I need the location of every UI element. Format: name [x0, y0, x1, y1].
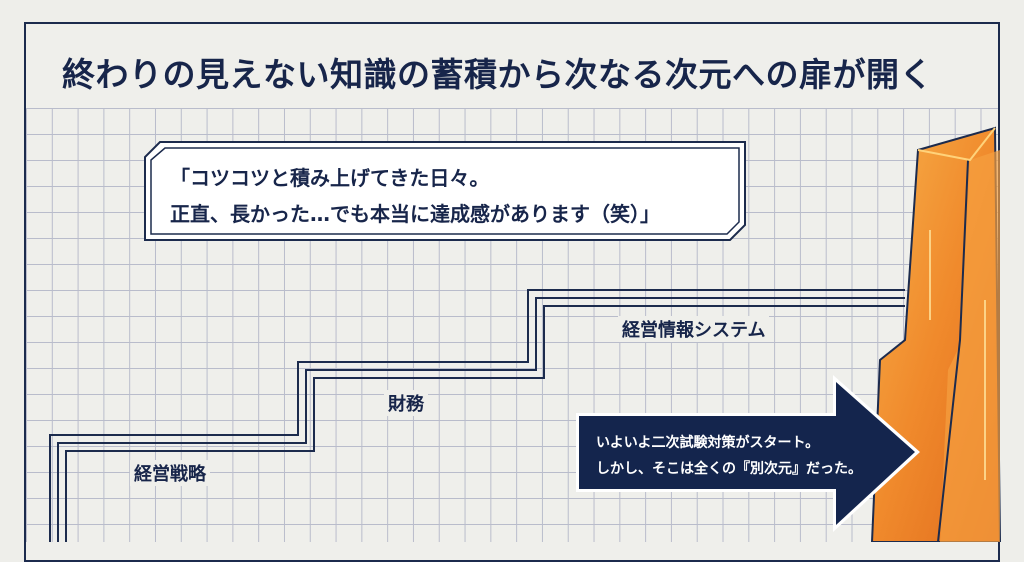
quote-line-2: 正直、長かった…でも本当に達成感があります（笑）」: [170, 202, 660, 226]
illustration: [49, 126, 1002, 542]
step-label-finance: 財務: [384, 390, 428, 416]
quote-box: [144, 141, 746, 241]
page-title: 終わりの見えない知識の蓄積から次なる次元への扉が開く: [62, 55, 933, 94]
step-label-strategy: 経営戦略: [130, 460, 210, 486]
staircase: [49, 289, 905, 542]
arrow-shape: [576, 375, 920, 532]
glowing-door: [870, 126, 1002, 542]
arrow-line-2: しかし、そこは全くの『別次元』だった。: [596, 461, 862, 477]
quote-line-1: 「コツコツと積み上げてきた日々。: [170, 166, 490, 190]
step-label-information-systems: 経営情報システム: [618, 316, 770, 342]
quote-text: 「コツコツと積み上げてきた日々。 正直、長かった…でも本当に達成感があります（笑…: [170, 160, 660, 232]
arrow-line-1: いよいよ二次試験対策がスタート。: [596, 435, 820, 451]
arrow-text: いよいよ二次試験対策がスタート。 しかし、そこは全くの『別次元』だった。: [596, 430, 862, 482]
